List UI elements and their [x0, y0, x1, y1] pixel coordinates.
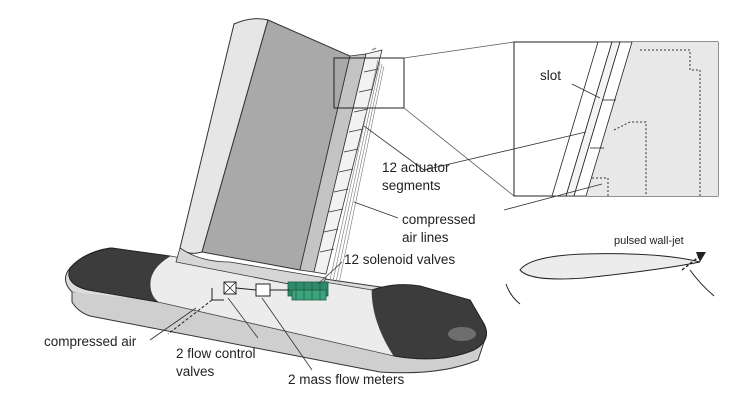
label-flow-control-valves: 2 flow control valves: [176, 346, 259, 379]
label-compressed-air-lines: compressed air lines: [402, 212, 479, 245]
label-actuator-segments: 12 actuator segments: [382, 160, 453, 193]
airfoil-section: [505, 252, 715, 305]
zoom-source-box: [333, 57, 405, 109]
label-compressed-air: compressed air: [44, 334, 137, 349]
leader-lines: [149, 83, 603, 371]
label-pulsed-wall-jet: pulsed wall-jet: [614, 235, 684, 247]
slot-detail-inset: [513, 41, 719, 197]
label-slot: slot: [540, 68, 561, 83]
right-cap-highlight: [448, 327, 476, 341]
base-platform: [65, 247, 487, 374]
flow-components: [167, 281, 290, 335]
solenoid-valves: [287, 281, 329, 301]
wing-model: [175, 18, 385, 291]
mass-flow-meter-box: [255, 283, 271, 297]
air-lines-bundle: [329, 59, 385, 284]
label-solenoid-valves: 12 solenoid valves: [344, 252, 455, 267]
label-mass-flow-meters: 2 mass flow meters: [288, 372, 405, 387]
